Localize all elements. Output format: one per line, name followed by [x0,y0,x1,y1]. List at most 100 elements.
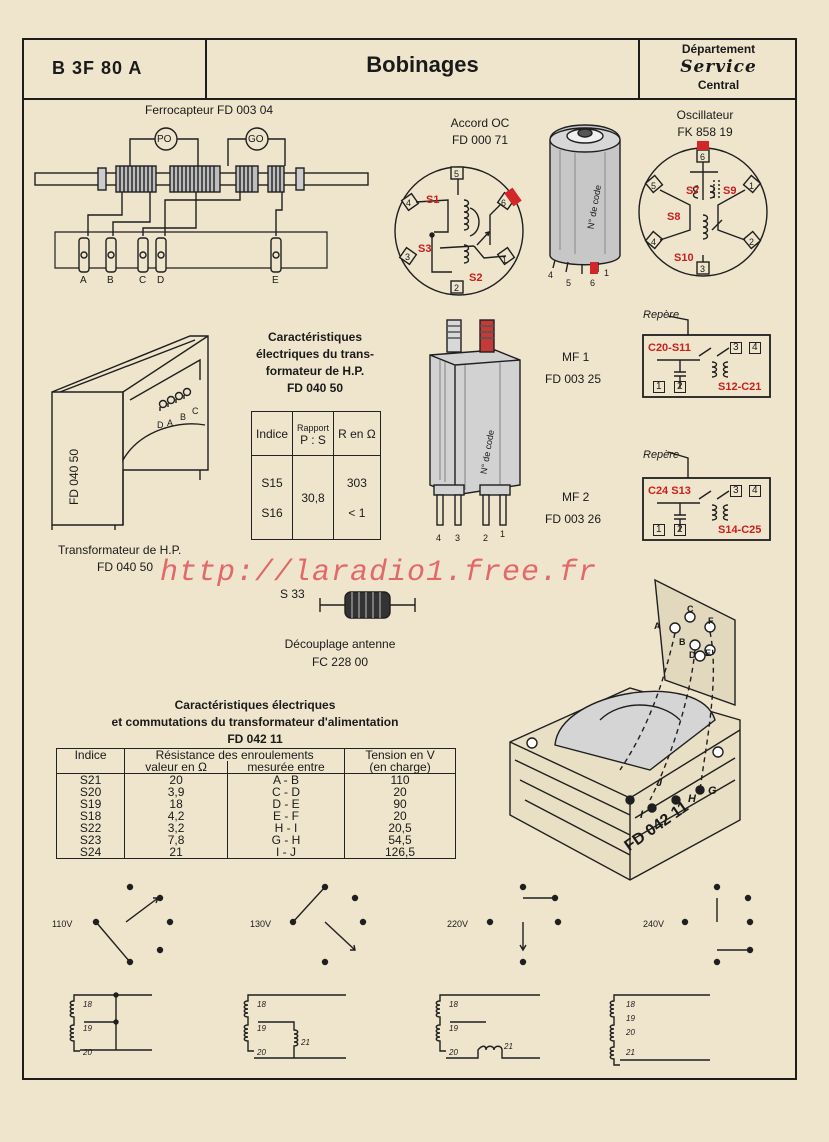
mf1-right-label: S12-C21 [718,381,762,393]
osc-ref: FK 858 19 [677,125,733,139]
winding-220v [435,994,540,1059]
ferro-pin-b: B [107,275,114,286]
switch-130v-label: 130V [250,919,272,929]
alim-pin-b: B [679,637,686,647]
mf1-pin-4: 4 [749,342,761,354]
mf2-right-label: S14-C25 [718,524,762,536]
mf1-pin-3: 3 [730,342,742,354]
alim-pin-a: A [654,621,661,631]
can-pin-1: 1 [604,268,610,278]
hp-pin-b: B [180,412,187,422]
can-pin-4: 4 [548,270,554,280]
osc-title: Oscillateur [676,108,734,122]
w240-20: 20 [626,1028,635,1037]
osc-pin-4-label: 4 [651,237,657,247]
w220-21: 21 [504,1042,513,1051]
can-pin-5: 5 [566,278,572,288]
switch-130v [289,883,367,966]
osc-pin-1-label: 1 [749,181,755,191]
hp-pin-c: C [192,406,199,416]
alim-h-indice: Indice [55,748,126,774]
osc-pin-2 [742,230,762,250]
hp-transformer-drawing [51,335,209,530]
decouplage-title: Découplage antenne [284,637,396,651]
can-pin-6: 6 [590,278,596,288]
hp-h-indice: Indice [250,411,294,456]
accord-s3: S3 [418,243,432,255]
w240-21: 21 [626,1048,635,1057]
osc-pin-4 [644,230,664,250]
w130-18: 18 [257,1000,266,1009]
mf1-repere: Repère [643,309,680,321]
mf1-pin-1: 1 [653,381,665,393]
ferro-pin-d: D [157,275,165,286]
w130-21: 21 [301,1038,310,1047]
alim-pin-f: F [708,616,714,626]
mf2-repere: Repère [643,449,680,461]
hp-caption-2: FD 040 50 [97,560,154,574]
accord-oc-diagram [394,166,524,296]
accord-pin-4-label: 4 [406,198,412,208]
accord-pin-3 [398,246,418,266]
ferro-pin-a: A [80,275,87,286]
dept-line1: Département [681,42,756,56]
accord-s1: S1 [426,194,440,206]
osc-pin-5 [644,174,664,194]
mf2-title: MF 2 [562,490,590,504]
switch-240v-label: 240V [643,919,665,929]
switch-110v [92,883,174,966]
mf1-ref: FD 003 25 [545,372,602,386]
w130-19: 19 [257,1024,266,1033]
alim-pin-i: I [640,809,644,821]
osc-pin-5-label: 5 [651,181,657,191]
winding-240v [609,994,710,1066]
mf1-title: MF 1 [562,350,590,364]
accord-title: Accord OC [450,116,510,130]
w130-20: 20 [257,1048,266,1057]
accord-pin-5 [450,166,464,180]
alim-h-tension: Tension en V [344,748,456,761]
alim-table: Indice Résistance des enroulements Tensi… [55,748,456,859]
mf1-schematic [642,315,771,398]
w240-19: 19 [626,1014,635,1023]
osc-s7: S7 [686,185,700,197]
mf2-ref: FD 003 26 [545,512,602,526]
accord-pin-5-label: 5 [454,169,460,179]
alim-pin-d: D [689,650,696,660]
header-divider [205,38,207,98]
accord-pin-2 [450,280,464,294]
mf-can-pin-1: 1 [500,529,506,539]
ferro-pin-c: C [139,275,147,286]
decouplage-drawing [319,591,416,619]
accord-s2: S2 [469,272,483,284]
osc-pin-1 [742,174,762,194]
ferrite-antenna-diagram [34,127,369,273]
mf2-left-label: C24 S13 [648,485,691,497]
header: B 3F 80 A Bobinages Département Service … [22,38,797,100]
osc-s10: S10 [674,252,694,264]
page-title: Bobinages [366,52,479,77]
ferro-terminals [78,237,282,273]
alim-title-2: et commutations du transformateur d'alim… [111,715,399,729]
alim-h-mesuree: mesurée entre [226,761,346,774]
ferro-title: Ferrocapteur FD 003 04 [145,103,274,117]
hp-resistances: 303< 1 [333,455,381,540]
osc-pin-2-label: 2 [749,237,755,247]
po-label: PO [157,134,172,145]
alim-pin-j: J [656,777,663,789]
accord-pin-4 [400,192,420,212]
department-block: Département Service Central [640,42,797,92]
hp-table-title-1: Caractéristiques [267,330,363,344]
w220-18: 18 [449,1000,458,1009]
alim-h-valeur: valeur en Ω [124,761,228,774]
go-label: GO [248,134,264,145]
mf2-schematic [642,451,771,541]
hp-table-title-3: formateur de H.P. [265,364,365,378]
hp-caption-1: Transformateur de H.P. [58,543,182,557]
